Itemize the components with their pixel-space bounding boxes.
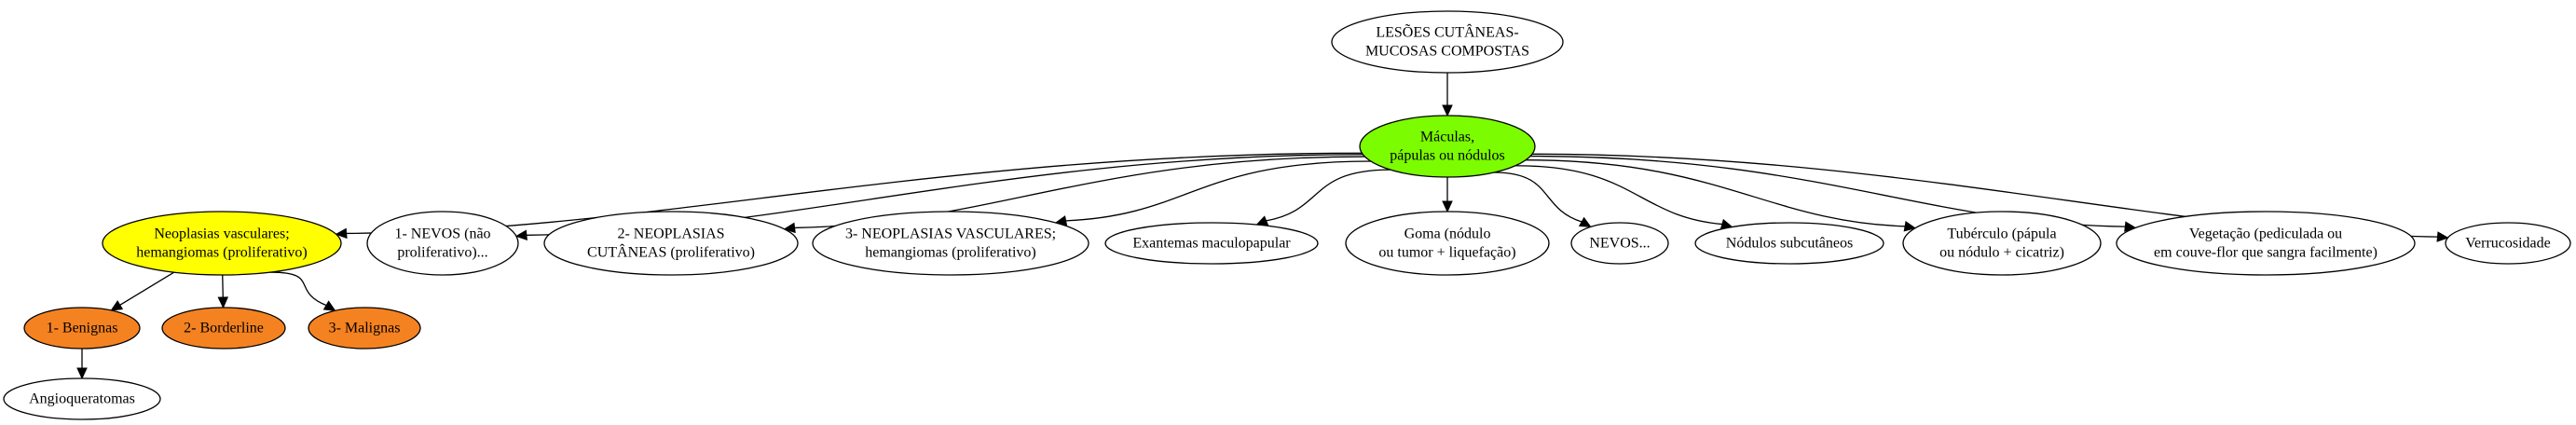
edge-arrowhead — [110, 300, 124, 311]
node-shape — [1902, 211, 2102, 276]
edge-hub-to-nevos — [1493, 171, 1592, 228]
node-label: LESÕES CUTÂNEAS- — [1376, 23, 1518, 41]
edge-neoplasias-vasculares-to-malignas — [270, 271, 336, 311]
node-shape — [2116, 211, 2416, 276]
node-shape — [308, 307, 421, 350]
edge-line — [119, 271, 174, 306]
node-label: ou nódulo + cicatriz) — [1939, 245, 2064, 261]
node-shape — [543, 211, 799, 276]
node-nevos-1: 1- NEVOS (não proliferativo)... — [366, 211, 519, 276]
node-label: Goma (nódulo — [1404, 226, 1491, 242]
edge-arrowhead — [335, 227, 348, 240]
node-verrucosidade: Verrucosidade — [2445, 222, 2571, 265]
node-shape — [1104, 222, 1319, 265]
edge-arrowhead — [1442, 104, 1453, 117]
edge-line — [1493, 171, 1583, 223]
node-borderline: 2- Borderline — [161, 307, 286, 350]
edge-arrowhead — [514, 229, 528, 241]
node-label: Vegetação (pediculada ou — [2189, 226, 2342, 242]
node-label: 2- Borderline — [184, 321, 264, 336]
node-label: 3- NEOPLASIAS VASCULARES; — [845, 226, 1056, 242]
node-malignas: 3- Malignas — [308, 307, 421, 350]
edge-arrowhead — [1442, 200, 1453, 213]
edge-root-to-hub — [1442, 73, 1453, 117]
node-shape — [1345, 211, 1550, 276]
node-root: LESÕES CUTÂNEAS- MUCOSAS COMPOSTAS — [1331, 10, 1564, 74]
node-label: hemangiomas (proliferativo) — [136, 245, 308, 261]
node-shape — [161, 307, 286, 350]
node-label: 2- NEOPLASIAS — [617, 226, 724, 242]
node-goma: Goma (nódulo ou tumor + liquefação) — [1345, 211, 1550, 276]
node-hub: Máculas, pápulas ou nódulos — [1359, 115, 1536, 178]
edge-arrowhead — [217, 296, 229, 309]
edge-arrowhead — [1255, 215, 1269, 226]
edge-line — [1266, 169, 1391, 222]
node-label: Exantemas maculopapular — [1132, 236, 1291, 252]
node-shape — [812, 211, 1089, 276]
edge-hub-to-goma — [1442, 177, 1453, 213]
edge-arrowhead — [76, 367, 88, 380]
node-tuberculo: Tubérculo (pápula ou nódulo + cicatriz) — [1902, 211, 2102, 276]
node-label: MUCOSAS COMPOSTAS — [1365, 44, 1529, 60]
node-shape — [3, 377, 161, 420]
nodes-layer: LESÕES CUTÂNEAS- MUCOSAS COMPOSTAS Máculas… — [3, 10, 2571, 420]
edge-hub-to-exantemas — [1255, 169, 1391, 226]
node-label: ou tumor + liquefação) — [1378, 245, 1515, 261]
node-vegetacao: Vegetação (pediculada ou em couve-flor qu… — [2116, 211, 2416, 276]
node-label: hemangiomas (proliferativo) — [865, 245, 1036, 261]
node-benignas: 1- Benignas — [23, 307, 141, 350]
node-label: em couve-flor que sangra facilmente) — [2154, 245, 2377, 261]
edge-arrowhead — [2436, 231, 2449, 242]
edge-arrowhead — [783, 222, 796, 234]
node-shape — [1570, 222, 1669, 265]
edge-hub-to-tuberculo — [1526, 159, 1917, 232]
node-nodulos: Nódulos subcutâneos — [1694, 222, 1884, 265]
node-label: proliferativo)... — [397, 245, 487, 261]
node-shape — [1694, 222, 1884, 265]
node-label: Tubérculo (pápula — [1947, 226, 2056, 242]
node-shape — [366, 211, 519, 276]
node-shape — [23, 307, 141, 350]
edge-arrowhead — [1578, 216, 1592, 228]
node-shape — [2445, 222, 2571, 265]
edge-neoplasias-vasculares-to-benignas — [110, 271, 174, 311]
node-shape — [1359, 115, 1536, 178]
node-nevos: NEVOS... — [1570, 222, 1669, 265]
node-label: NEVOS... — [1589, 236, 1650, 252]
node-label: pápulas ou nódulos — [1390, 148, 1505, 164]
node-label: Nódulos subcutâneos — [1726, 236, 1853, 252]
node-shape — [1331, 10, 1564, 74]
node-neoplasias-vasculares-3: 3- NEOPLASIAS VASCULARES; hemangiomas (pr… — [812, 211, 1089, 276]
edge-line — [270, 271, 327, 307]
node-label: Angioqueratomas — [29, 391, 135, 407]
edge-neoplasias-vasculares-to-borderline — [217, 274, 229, 309]
edge-line — [1526, 159, 1906, 227]
edges-layer — [76, 73, 2449, 380]
edge-arrowhead — [1903, 221, 1917, 232]
node-label: 3- Malignas — [329, 321, 401, 336]
edge-line — [222, 274, 224, 298]
edge-line — [1515, 165, 1722, 226]
node-label: 1- Benignas — [47, 321, 118, 336]
edge-line — [1065, 160, 1371, 222]
edge-benignas-to-angioqueratomas — [76, 349, 88, 380]
node-label: CUTÂNEAS (proliferativo) — [587, 243, 755, 261]
node-exantemas: Exantemas maculopapular — [1104, 222, 1319, 265]
node-shape — [102, 211, 342, 276]
node-label: Verrucosidade — [2465, 236, 2551, 252]
node-label: Máculas, — [1420, 130, 1474, 145]
node-label: 1- NEVOS (não — [394, 226, 490, 242]
node-label: Neoplasias vasculares; — [154, 226, 289, 242]
node-angioqueratomas: Angioqueratomas — [3, 377, 161, 420]
edge-arrowhead — [322, 300, 336, 311]
edge-hub-to-neoplasias-vasculares-3 — [1054, 160, 1371, 226]
node-neoplasias-vasculares: Neoplasias vasculares; hemangiomas (proli… — [102, 211, 342, 276]
